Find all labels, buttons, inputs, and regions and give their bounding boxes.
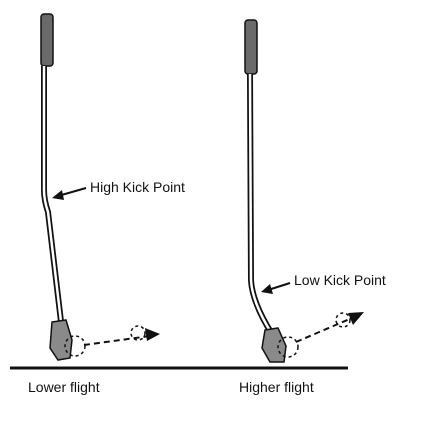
flight-path-lower: [64, 325, 160, 357]
club-low-kick: [244, 19, 287, 363]
pointer-low-kick-arrowhead: [261, 284, 273, 294]
trajectory-higher: [295, 317, 353, 343]
shaft-left-inner: [42, 66, 64, 331]
pointer-low-kick: [267, 282, 291, 291]
ball-mid-right: [335, 312, 351, 328]
arrowhead-higher: [348, 312, 364, 325]
clubhead-right: [261, 327, 287, 363]
caption-higher-flight: Higher flight: [239, 379, 314, 395]
label-low-kick: Low Kick Point: [294, 272, 386, 288]
clubhead-left: [49, 319, 73, 361]
ball-start-left: [64, 335, 86, 357]
club-high-kick: [40, 13, 73, 361]
label-high-kick: High Kick Point: [90, 179, 185, 195]
shaft-right-inner: [248, 73, 274, 335]
ball-mid-left: [130, 325, 146, 341]
ball-start-right: [277, 336, 299, 358]
caption-lower-flight: Lower flight: [28, 379, 100, 395]
grip-left: [40, 13, 54, 67]
flight-path-higher: [277, 312, 364, 358]
arrowhead-lower: [145, 328, 160, 341]
trajectory-lower: [83, 335, 151, 346]
grip-right: [244, 19, 258, 75]
pointer-high-kick-arrowhead: [52, 190, 64, 200]
